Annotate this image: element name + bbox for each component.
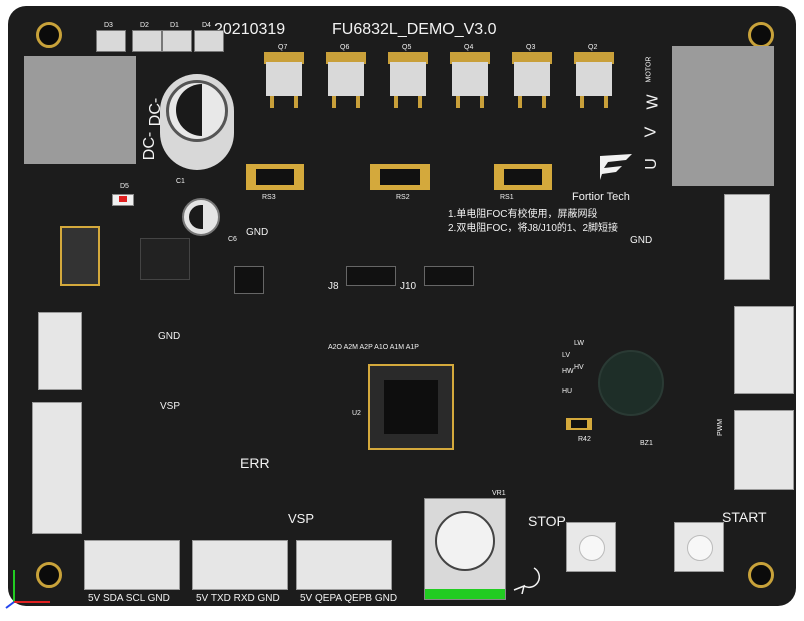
mosfet-designator: Q6 [340,44,350,51]
mosfet-designator: Q4 [464,44,474,51]
inductor-l [60,226,100,286]
diode-designator: D3 [104,22,113,29]
rs1-designator: RS1 [500,194,514,201]
note-line-1: 1.单电阻FOC有校使用，屏蔽网段 [448,209,598,220]
start-button[interactable] [674,522,724,572]
right-connector-mid [734,306,794,394]
motor-connector [672,46,774,186]
header-j1 [234,266,264,294]
hall-label: HU [562,388,573,395]
hall-label: HW [562,368,574,375]
motor-label: MOTOR [645,56,653,83]
regulator-u1 [140,238,190,280]
bottom-connector [192,540,288,590]
gnd-label-1: GND [246,227,269,238]
mounting-hole-top-left [36,22,62,48]
u2-designator: U2 [352,410,361,417]
brand-label: Fortior Tech [572,191,630,203]
capacitor-c6 [182,198,220,236]
note-line-2: 2.双电阻FOC，将J8/J10的1、2脚短接 [448,223,619,234]
rotate-arrow-icon [512,564,546,595]
diode-designator: D4 [202,22,211,29]
board-name-label: FU6832L_DEMO_V3.0 [332,21,497,38]
bottom-connector-pin-labels: 5V TXD RXD GND [196,593,280,604]
potentiometer-vr1 [424,498,506,600]
board-date-label: 20210319 [214,21,286,38]
fortior-logo [598,152,634,182]
phase-w-label: W [644,94,662,110]
hall-label: LW [574,340,584,347]
mounting-hole-bottom-left [36,562,62,588]
phase-v-label: V [642,126,660,138]
diode-designator: D1 [170,22,179,29]
pcb-board [8,6,796,606]
mosfet-q6 [324,52,368,110]
mosfet-designator: Q2 [588,44,598,51]
bottom-connector-pin-labels: 5V QEPA QEPB GND [300,593,398,604]
mcu-u2 [368,364,454,450]
left-connector-lower [32,402,82,534]
bz1-designator: BZ1 [640,440,653,447]
phase-u-label: U [642,158,660,170]
dc-label-vertical-2: DC- [141,131,159,161]
shunt-resistor-rs3 [246,164,304,190]
vsp-label-2: VSP [288,511,315,526]
right-connector-top [724,194,770,280]
stop-button[interactable] [566,522,616,572]
j10-label: J10 [400,281,417,292]
mosfet-q3 [510,52,554,110]
led-d5 [112,194,134,206]
hall-label: HV [574,364,584,371]
resistor-r42 [566,418,592,430]
d5-designator: D5 [120,183,129,190]
diode-d1 [162,30,192,52]
hall-label: LV [562,352,571,359]
c6-designator: C6 [228,236,237,243]
mounting-hole-bottom-right [748,562,774,588]
header-j10 [424,266,474,286]
right-connector-low [734,410,794,490]
gnd-label-3: GND [158,331,181,342]
diode-d2 [132,30,162,52]
buzzer-bz1 [598,350,664,416]
mosfet-q4 [448,52,492,110]
vr1-designator: VR1 [492,490,506,497]
bottom-connector [296,540,392,590]
rs3-designator: RS3 [262,194,276,201]
header-j8 [346,266,396,286]
left-connector-upper [38,312,82,390]
capacitor-c1 [160,74,234,170]
diode-designator: D2 [140,22,149,29]
j8-label: J8 [328,281,339,292]
bottom-connector-pin-labels: 5V SDA SCL GND [88,593,170,604]
c1-designator: C1 [176,178,185,185]
diode-d3 [96,30,126,52]
mosfet-designator: Q7 [278,44,288,51]
bottom-connector [84,540,180,590]
mosfet-designator: Q3 [526,44,536,51]
dc-power-jack [24,56,136,164]
pwm-label: PWM [717,418,725,437]
stop-label: STOP [528,513,566,529]
axis-gizmo-icon [4,560,54,610]
mosfet-q2 [572,52,616,110]
mosfet-q5 [386,52,430,110]
mosfet-q7 [262,52,306,110]
rs2-designator: RS2 [396,194,410,201]
start-label: START [722,509,767,525]
gnd-label-2: GND [630,235,653,246]
vsp-label-1: VSP [160,401,181,412]
shunt-resistor-rs1 [494,164,552,190]
opamp-pin-labels: A2O A2M A2P A1O A1M A1P [328,344,419,351]
diode-d4 [194,30,224,52]
mounting-hole-top-right [748,22,774,48]
r42-designator: R42 [578,436,591,443]
mosfet-designator: Q5 [402,44,412,51]
shunt-resistor-rs2 [370,164,430,190]
err-label: ERR [240,455,270,471]
